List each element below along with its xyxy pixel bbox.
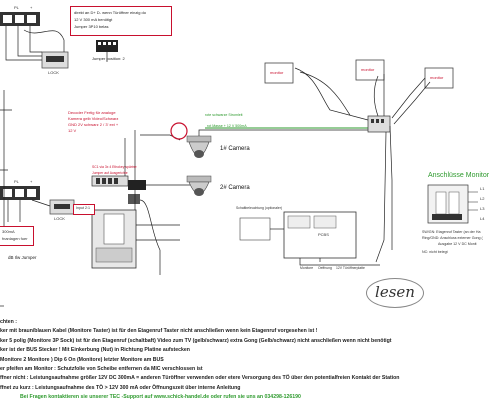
top-info-line-2: 12 V 300 mA benötigt [74,17,113,22]
label-300ma: 300mA [2,229,15,234]
notes-section: chten : ker mit braun/blauen Kabel (Moni… [0,318,470,403]
decoder-line-3: GND 2V schwarz 2 / 3' ext + [68,122,119,127]
pcb-label: PCBS [318,232,329,237]
decoder-line-4: 12 V [68,128,77,133]
monitor-unit-1 [264,62,294,84]
camera-2-label: 2# Camera [220,185,250,191]
dome-camera-1 [186,135,212,158]
pcb-board [239,211,357,259]
monitor-pin-4: L4 [480,216,485,221]
plus-top-label: + [30,5,33,10]
monitor-3-label: monitor [430,75,444,80]
outdoor-station-top [0,12,40,26]
bus-offnung-label: Oeffnung [318,266,332,270]
lock-top-label: LOCK [48,70,59,75]
power-note: rot Masse + 12 V 500mA [207,124,247,128]
monitor-pin-3: L3 [480,206,485,211]
monitor-row-3: Ausgabe 12 V DC Monit [438,242,477,246]
input-label: Input 2:1 [76,206,90,210]
label-anlagen: fnanlagen fuer [2,236,28,241]
camera-1-label: 1# Camera [220,146,250,152]
monitor-unit-2 [355,59,385,81]
bus-distributor [367,115,391,133]
jumper-note: dB Ilw Jumper [8,255,37,260]
monitor-1-label: monitor [270,70,284,75]
pl-bottom-label: PL [14,179,19,184]
note-line-6: ffner nicht : Leistungsaufnahme größer 1… [0,375,400,382]
input-label-box: Input 2:1 [73,204,95,215]
jumper-label: Jumper position: 2 [92,56,125,61]
monitor-panel-title: Anschlüsse Monitor [428,172,490,179]
bus-label: 12V Türöffnerplatte [336,266,365,270]
top-info-box: direkt an D+ D- wenn Türöffner einzig do… [70,6,172,36]
note-line-1: ker mit braun/blauen Kabel (Monitore Tas… [0,328,318,335]
monitor-panel: Anschlüsse Monitor L1 L2 L3 L4 SW/GN: Et… [418,168,495,288]
lock-bottom-label: LOCK [54,216,65,221]
lesen-callout: lesen [366,278,424,308]
top-info-line-1: direkt an D+ D- wenn Türöffner einzig do [74,10,147,15]
monitor-row-4: NC: nicht belegt [422,250,448,254]
monitor-row-2: Ring/GND: Anschluss externer Gong ( [422,236,483,240]
controller-module [91,175,146,269]
outdoor-station-bottom [0,186,40,200]
top-info-line-3: Jumper 3P10 belas [74,24,109,29]
left-red-box: 300mA fnanlagen fuer [0,226,34,246]
pl-top-label: PL [14,5,19,10]
note-line-7: ffnet zu kurz : Leistungsaufnahme des TÖ… [0,384,241,391]
plus-bottom-label: + [30,179,33,184]
decoder-line-1: Decoder Fertig für analoge [68,110,116,115]
dome-camera-2 [186,175,212,196]
notes-heading: chten : [0,319,18,325]
bus-monitor-label: Monitore [300,266,314,270]
support-line: Bei Fragen kontaktieren sie unserer TEC … [20,394,301,401]
lock-box-top [41,51,69,69]
lock-box-bottom [49,199,75,215]
highlight-circle [170,122,188,140]
monitor-2-label: monitor [361,67,375,72]
note-line-2: ker 5 polig (Monitore 3P Sock) ist für d… [0,337,392,344]
green-note: rote schwarze Stromleit [205,113,243,117]
note-line-3: ker ist der BUS Stecker ! Mit Einkerbung… [0,347,190,354]
schaltbild-label: Schaltbeleuchtung (optionaler) [236,206,282,210]
monitor-connection-diagram [427,184,469,224]
sc-note: Jumper auf Ausgerichte [92,171,128,175]
note-line-4: Monitore 2 Monitore ) Dip 6 On (Monitore… [0,356,164,363]
sc-label: SC1 via 3x 4 Ethokey spärtne [92,165,137,169]
jumper-block [96,40,118,52]
note-line-5: er pfeifen am Monitor : Schutzfolie von … [0,366,203,373]
decoder-line-2: Kamera gelb Video/Schwarz [68,116,119,121]
monitor-row-1: SW/GN: Etagenruf Taster (an der Ha [422,230,481,234]
monitor-pin-2: L2 [480,196,485,201]
monitor-pin-1: L1 [480,186,485,191]
